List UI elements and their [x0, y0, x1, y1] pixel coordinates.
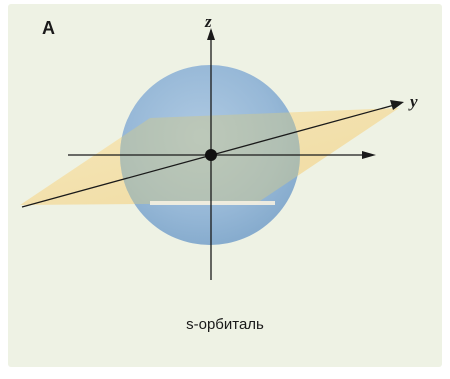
- x-axis-arrow: [362, 151, 376, 159]
- nucleus: [205, 149, 217, 161]
- z-axis-arrow: [207, 28, 215, 40]
- y-axis-arrow: [390, 100, 404, 110]
- panel-letter: A: [42, 18, 55, 38]
- y-axis-label: y: [410, 92, 418, 111]
- figure-caption: s-орбиталь: [186, 316, 264, 333]
- z-axis-label: z: [205, 12, 212, 31]
